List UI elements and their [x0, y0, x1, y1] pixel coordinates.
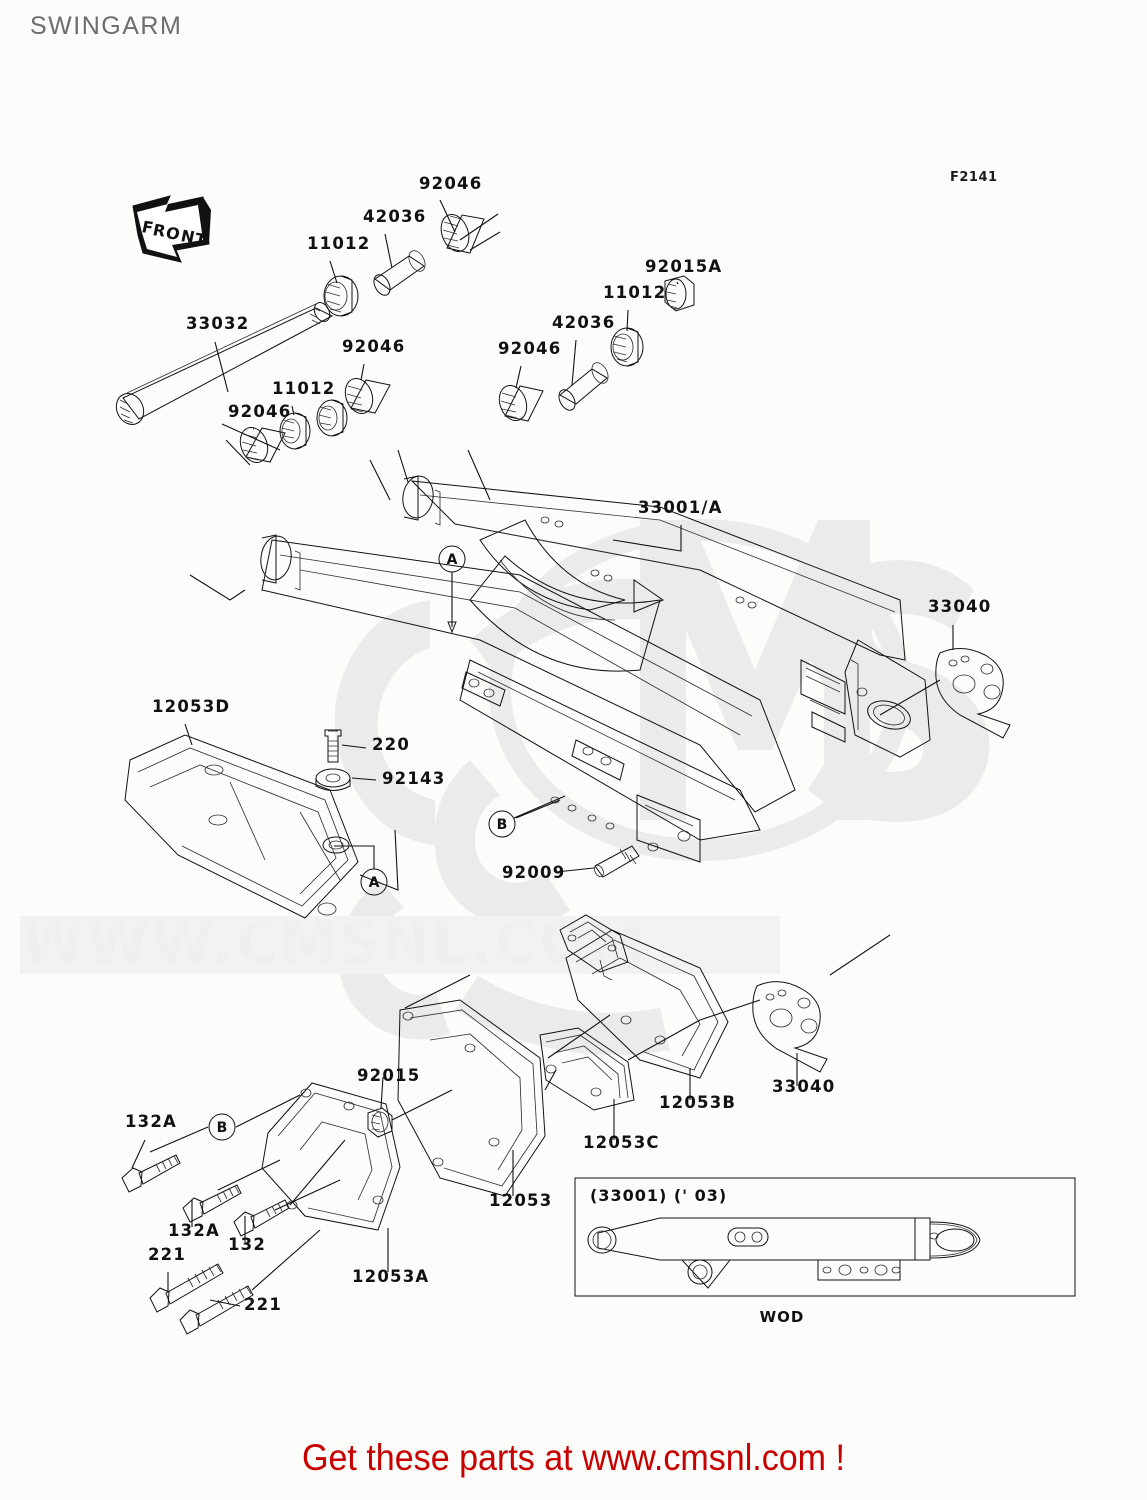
swingarm-body-33001A	[260, 475, 931, 863]
callout-bubble-A-lower: A	[334, 845, 388, 896]
pivot-shaft-33032	[115, 302, 334, 425]
inset-title: (33001) (' 03)	[590, 1186, 727, 1205]
svg-text:B: B	[217, 1120, 228, 1136]
nut-92015	[367, 1107, 393, 1138]
part-label-11012-right: 11012	[603, 283, 666, 302]
collar-42036-top	[373, 250, 426, 296]
chain-guard-12053D	[124, 734, 359, 919]
part-label-12053C: 12053C	[583, 1133, 660, 1152]
page-title: SWINGARM	[30, 12, 183, 40]
front-direction-arrow: F R O N T	[132, 195, 211, 263]
bearing-cap-11012-top	[323, 275, 359, 317]
part-label-92143: 92143	[382, 769, 445, 788]
chain-adjuster-33040-upper	[935, 648, 1011, 739]
part-label-132A-lower: 132A	[168, 1221, 220, 1240]
bolt-132	[233, 1199, 290, 1237]
chain-slider-12053C	[539, 1027, 635, 1111]
part-label-92046-mid2: 92046	[498, 339, 561, 358]
svg-text:F: F	[140, 217, 155, 237]
svg-text:N: N	[179, 226, 196, 246]
needle-bearing-92046-mid	[344, 378, 391, 414]
part-label-92046-low: 92046	[228, 402, 291, 421]
variant-inset-box: (33001) (' 03)	[574, 1177, 1076, 1326]
part-label-33040-upper: 33040	[928, 597, 991, 616]
svg-text:O: O	[164, 223, 181, 243]
part-label-11012-top: 11012	[307, 234, 370, 253]
svg-text:A: A	[447, 552, 458, 568]
bearing-cap-11012-right	[610, 327, 644, 367]
bolt-132A-upper	[121, 1154, 181, 1193]
part-label-132: 132	[228, 1235, 266, 1254]
part-label-12053A: 12053A	[352, 1267, 429, 1286]
part-label-92046-top: 92046	[419, 174, 482, 193]
part-label-92009: 92009	[502, 863, 565, 882]
part-label-33001A: 33001/A	[638, 498, 723, 517]
cms-watermark: WWW.CMSNL.COM	[20, 519, 990, 1055]
needle-bearing-92046-mid2	[498, 385, 544, 422]
part-label-33040-lower: 33040	[772, 1077, 835, 1096]
part-label-11012-mid: 11012	[272, 379, 335, 398]
part-label-42036-mid: 42036	[552, 313, 615, 332]
part-number-labels: 92046 42036 11012 92015A 11012 33032 420…	[125, 174, 991, 1314]
callout-bubble-B-lower: B	[208, 1113, 236, 1141]
bearing-cap-11012-mid	[316, 399, 348, 437]
inset-caption: WOD	[760, 1308, 805, 1326]
part-label-33032: 33032	[186, 314, 249, 333]
leader-lines	[131, 199, 954, 1307]
nut-92015A	[664, 275, 695, 312]
callout-bubble-B-upper: B	[488, 795, 566, 838]
part-label-92015: 92015	[357, 1066, 420, 1085]
svg-text:A: A	[369, 875, 380, 891]
part-label-12053D: 12053D	[152, 697, 230, 716]
part-label-12053: 12053	[489, 1191, 552, 1210]
bolt-220	[324, 729, 342, 763]
callout-bubble-A-upper: A	[438, 545, 466, 634]
part-label-92015A: 92015A	[645, 257, 722, 276]
part-label-221-lower: 221	[244, 1295, 282, 1314]
needle-bearing-92046-top	[440, 214, 485, 254]
bearing-cap-11012-lower	[279, 412, 311, 450]
needle-bearing-92046-lower	[239, 427, 286, 463]
part-label-12053B: 12053B	[659, 1093, 736, 1112]
svg-text:WWW.CMSNL.COM: WWW.CMSNL.COM	[22, 911, 648, 976]
part-label-221-upper: 221	[148, 1245, 186, 1264]
inset-swingarm-side-view	[587, 1217, 981, 1289]
washer-92143	[315, 768, 351, 791]
bolt-221-lower	[179, 1285, 254, 1335]
footer-promo-text: Get these parts at www.cmsnl.com !	[302, 1437, 845, 1478]
chain-adjuster-33040-lower	[752, 981, 828, 1073]
part-label-132A-upper: 132A	[125, 1112, 177, 1131]
part-label-92046-mid: 92046	[342, 337, 405, 356]
collar-42036-mid	[558, 362, 609, 411]
bolt-132A-lower	[182, 1184, 242, 1223]
svg-text:B: B	[497, 817, 508, 833]
pin-92009	[594, 845, 640, 878]
part-label-42036-top: 42036	[363, 207, 426, 226]
svg-text:R: R	[151, 220, 167, 240]
bolt-221-upper	[149, 1263, 224, 1313]
diagram-reference-code: F2141	[950, 170, 998, 185]
part-label-220: 220	[372, 735, 410, 754]
chain-guard-12053A	[261, 1082, 401, 1231]
